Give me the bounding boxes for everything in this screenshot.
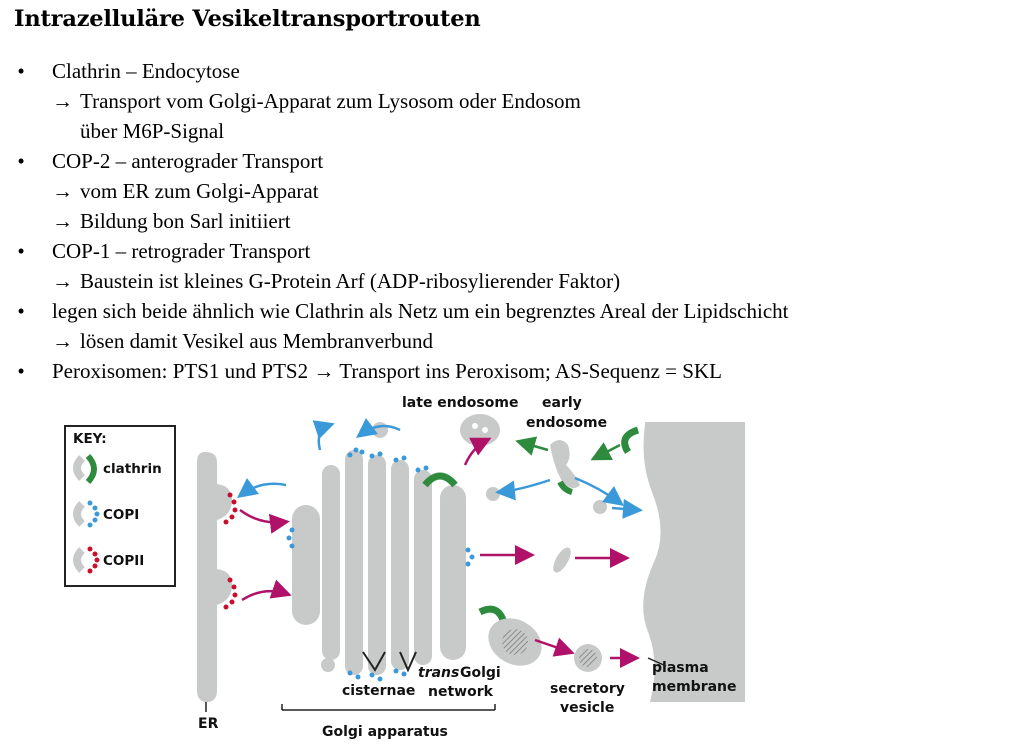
sub-line: →lösen damit Vesikel aus Membranverbund bbox=[52, 326, 1012, 356]
endosome-label: endosome bbox=[526, 415, 607, 431]
membrane-label: membrane bbox=[652, 679, 737, 695]
sub-line: →Baustein ist kleines G-Protein Arf (ADP… bbox=[52, 266, 1012, 296]
vesicle-label: vesicle bbox=[560, 700, 614, 716]
golgi-stack bbox=[292, 450, 466, 675]
golgi-apparatus-label: Golgi apparatus bbox=[322, 724, 448, 740]
bullet-text: COP-1 – retrograder Transport bbox=[52, 239, 311, 263]
early-label: early bbox=[542, 395, 582, 411]
bullet-dot: • bbox=[17, 149, 25, 173]
network-label: network bbox=[428, 684, 494, 700]
golgi-label: Golgi bbox=[460, 665, 501, 681]
copi-coats bbox=[286, 447, 475, 682]
arrow-icon: → bbox=[313, 359, 335, 383]
list-item: • COP-1 – retrograder Transport →Baustei… bbox=[0, 236, 1012, 296]
sub-line: →Bildung bon Sarl initiiert bbox=[52, 206, 1012, 236]
arrow-icon: → bbox=[52, 179, 73, 203]
sub-line: über M6P-Signal bbox=[80, 119, 225, 143]
list-item: • Peroxisomen: PTS1 und PTS2 → Transport… bbox=[0, 356, 1012, 386]
arrow-icon: → bbox=[52, 269, 73, 293]
sub-line: →vom ER zum Golgi-Apparat bbox=[52, 176, 1012, 206]
cisternae-label: cisternae bbox=[342, 683, 415, 699]
plasma-label: plasma bbox=[652, 660, 709, 676]
er-label: ER bbox=[198, 716, 219, 732]
trans-label: trans bbox=[418, 665, 459, 681]
bullet-text: Clathrin – Endocytose bbox=[52, 59, 240, 83]
bullet-dot: • bbox=[17, 59, 25, 83]
bullet-list: • Clathrin – Endocytose →Transport vom G… bbox=[0, 56, 1012, 386]
copii-key-icon bbox=[73, 546, 100, 574]
page-title: Intrazelluläre Vesikeltransportrouten bbox=[14, 6, 481, 32]
key-legend: KEY: clathrin COPI COPII bbox=[64, 425, 176, 587]
arrow-icon: → bbox=[52, 329, 73, 353]
vesicle-transport-diagram: KEY: clathrin COPI COPII bbox=[64, 395, 745, 740]
arrow-icon: → bbox=[52, 209, 73, 233]
sub-line: →Transport vom Golgi-Apparat zum Lysosom… bbox=[52, 86, 1012, 116]
bullet-text: legen sich beide ähnlich wie Clathrin al… bbox=[52, 299, 789, 323]
er-organelle bbox=[197, 452, 238, 702]
key-label-copi: COPI bbox=[103, 507, 139, 523]
bullet-text: Peroxisomen: PTS1 und PTS2 bbox=[52, 359, 309, 383]
plasma-membrane bbox=[621, 422, 745, 702]
bullet-dot: • bbox=[17, 239, 25, 263]
key-label-copii: COPII bbox=[103, 553, 144, 569]
bullet-text: COP-2 – anterograder Transport bbox=[52, 149, 324, 173]
bullet-dot: • bbox=[17, 359, 25, 383]
bullet-text: Transport ins Peroxisom; AS-Sequenz = SK… bbox=[339, 359, 722, 383]
clathrin-key-icon bbox=[73, 453, 97, 485]
key-heading: KEY: bbox=[73, 431, 107, 447]
list-item: • COP-2 – anterograder Transport →vom ER… bbox=[0, 146, 1012, 236]
secretory-label: secretory bbox=[550, 681, 625, 697]
key-label-clathrin: clathrin bbox=[103, 461, 162, 477]
arrow-icon: → bbox=[52, 89, 73, 113]
list-item: • legen sich beide ähnlich wie Clathrin … bbox=[0, 296, 1012, 356]
list-item: • Clathrin – Endocytose →Transport vom G… bbox=[0, 56, 1012, 146]
late-endosome-label: late endosome bbox=[402, 395, 518, 411]
bullet-dot: • bbox=[17, 299, 25, 323]
copi-key-icon bbox=[73, 500, 100, 528]
